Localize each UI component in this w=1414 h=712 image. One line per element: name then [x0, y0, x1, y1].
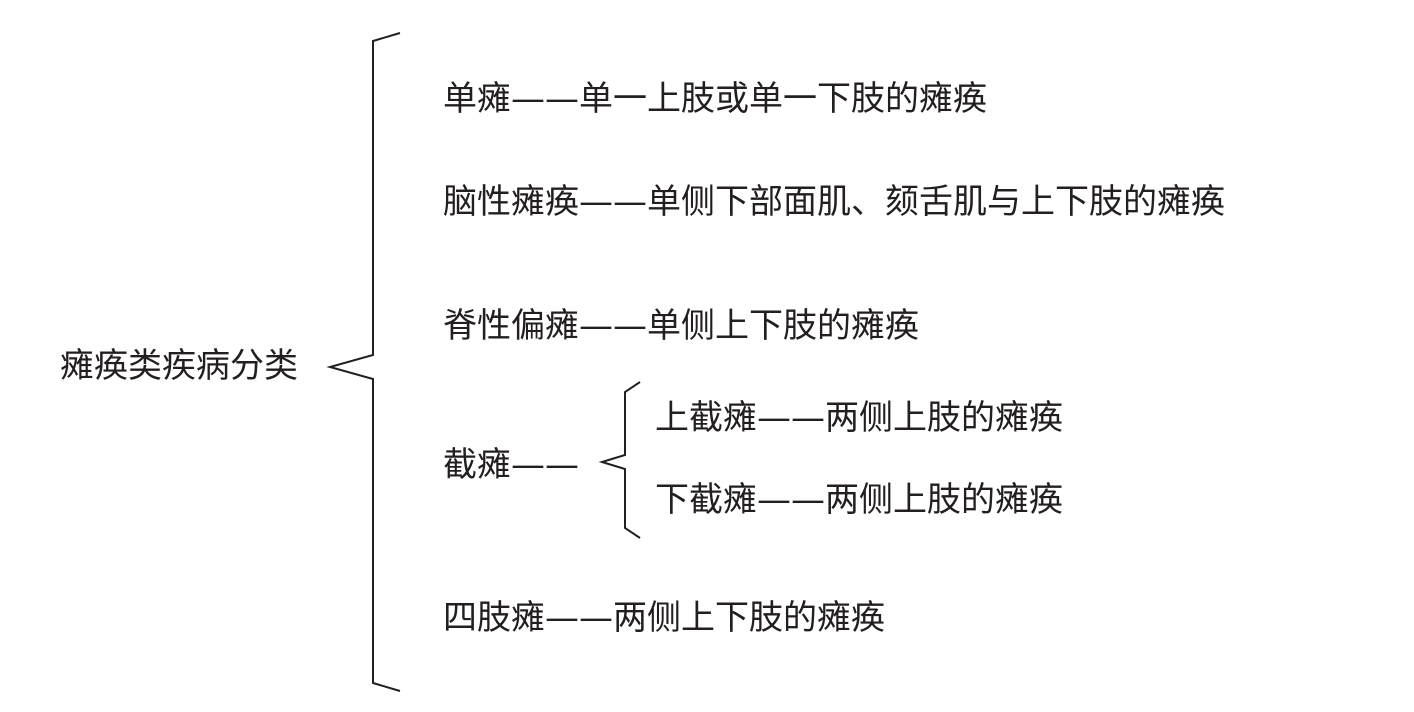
- category-item-spinal-hemiplegia: 脊性偏瘫——单侧上下肢的瘫痪: [443, 306, 919, 346]
- category-item-monoplegia: 单瘫——单一上肢或单一下肢的瘫痪: [443, 79, 987, 119]
- sub-brace: [598, 381, 641, 539]
- subcategory-item-upper-paraplegia: 上截瘫——两侧上肢的瘫痪: [655, 398, 1063, 438]
- category-item-cerebral-hemiplegia: 脑性瘫痪——单侧下部面肌、颏舌肌与上下肢的瘫痪: [443, 182, 1225, 222]
- subcategory-item-lower-paraplegia: 下截瘫——两侧上肢的瘫痪: [655, 480, 1063, 520]
- category-item-quadriplegia: 四肢瘫——两侧上下肢的瘫痪: [443, 598, 885, 638]
- main-brace: [326, 32, 401, 692]
- category-item-paraplegia: 截瘫——: [443, 445, 579, 485]
- root-category-label: 瘫痪类疾病分类: [60, 346, 298, 386]
